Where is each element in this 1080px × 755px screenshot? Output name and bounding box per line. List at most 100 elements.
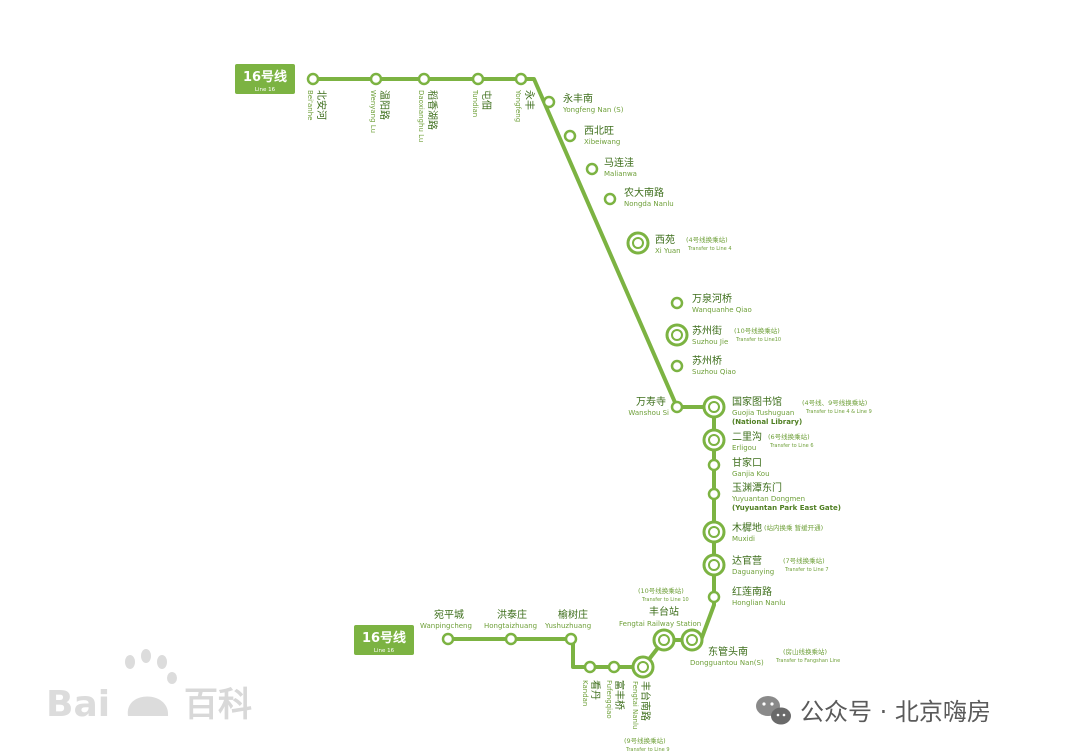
label-group-beianhe: 北安河 Bei'anhe: [306, 90, 328, 120]
station-wanshousi: [670, 400, 684, 414]
transfer-note-suzhoujie: (10号线换乘站): [734, 326, 780, 335]
station-en-honglian: Honglian Nanlu: [732, 599, 786, 607]
station-fufengqiao: [607, 660, 621, 674]
station-en-beianhe: Bei'anhe: [306, 90, 314, 120]
transfer-station-suzhoujie: [665, 323, 689, 347]
paw-icon: [125, 649, 177, 716]
station-label-erligou: 二里沟: [732, 430, 762, 443]
station-en-nongda: Nongda Nanlu: [624, 200, 674, 208]
station-label-wanquanhe: 万泉河桥: [692, 292, 732, 305]
station-en2-guojia: (National Library): [732, 418, 802, 426]
station-label-yongfengnan: 永丰南: [563, 92, 593, 105]
station-label-fengtainanlu: 丰台南路: [639, 681, 652, 721]
station-label-suzhouqiao: 苏州桥: [692, 354, 722, 367]
station-en-hongtaizhuang: Hongtaizhuang: [484, 622, 537, 630]
line-badge-bottom-label: 16号线: [362, 630, 406, 646]
line-badge-bottom: 16号线 Line 16: [354, 625, 414, 655]
station-en-wenyanglu: Wenyang Lu: [369, 90, 377, 133]
label-group-fufengqiao: 富丰桥 Fufengqiao: [605, 680, 626, 719]
station-daoxianghu: [417, 72, 431, 86]
station-label-fufengqiao: 富丰桥: [613, 680, 626, 710]
transfer-note-dongguantou: (房山线换乘站): [783, 647, 827, 656]
station-en-ganjiakou: Ganjia Kou: [732, 470, 770, 478]
station-label-guojia: 国家图书馆: [732, 395, 782, 408]
station-label-honglian: 红莲南路: [732, 585, 772, 598]
station-beianhe: [306, 72, 320, 86]
station-label-daguanying: 达官营: [732, 554, 762, 567]
station-hongtaizhuang: [504, 632, 518, 646]
station-en2-yuyuantan: (Yuyuantan Park East Gate): [732, 504, 841, 512]
station-label-xiyuan: 西苑: [655, 233, 675, 246]
station-label-dongguantou: 东管头南: [708, 645, 748, 658]
station-malianwa: [585, 162, 599, 176]
station-kandan: [583, 660, 597, 674]
transfer-note-en-guojia: Transfer to Line 4 & Line 9: [805, 409, 872, 415]
transfer-station-muxidi: [702, 520, 726, 544]
station-label-yongfeng: 永丰: [523, 90, 536, 110]
station-en-wanquanhe: Wanquanhe Qiao: [692, 306, 752, 314]
line-badge-top-sublabel: Line 16: [255, 87, 276, 93]
station-en-erligou: Erligou: [732, 444, 756, 452]
station-label-malianwa: 马连洼: [604, 156, 634, 169]
label-group-daoxianghu: 稻香湖路 Daoxianghu Lu: [417, 90, 439, 142]
station-en-xiyuan: Xi Yuan: [655, 247, 681, 255]
station-en-muxidi: Muxidi: [732, 535, 755, 543]
line-16-route: [311, 77, 716, 669]
station-tundian: [471, 72, 485, 86]
station-label-daoxianghu: 稻香湖路: [426, 90, 439, 130]
line-badge-top-label: 16号线: [243, 69, 287, 85]
station-label-hongtaizhuang: 洪泰庄: [497, 608, 527, 621]
wechat-icon: [756, 696, 791, 725]
station-label-wenyanglu: 温阳路: [378, 90, 391, 120]
station-yongfengnan: [542, 95, 556, 109]
station-yuyuantan: [707, 487, 721, 501]
transfer-note-en-dongguantou: Transfer to Fangshan Line: [775, 658, 840, 664]
transfer-note-en-erligou: Transfer to Line 6: [769, 443, 814, 449]
station-label-suzhoujie: 苏州街: [692, 324, 722, 337]
line-badge-top: 16号线 Line 16: [235, 64, 295, 94]
station-en-daoxianghu: Daoxianghu Lu: [417, 90, 425, 142]
station-label-nongda: 农大南路: [624, 186, 664, 199]
station-en-fengtaizhan: Fengtai Railway Station: [619, 620, 701, 628]
station-en-wanshousi: Wanshou Si: [628, 409, 669, 417]
station-nongda: [603, 192, 617, 206]
station-en-yongfengnan: Yongfeng Nan (S): [562, 106, 624, 114]
transfer-note-muxidi: (站内换乘 暂缓开通): [764, 523, 823, 532]
station-en-yushuzhuang: Yushuzhuang: [544, 622, 591, 630]
transfer-note-guojia: (4号线、9号线换乘站): [802, 398, 867, 407]
transfer-note-daguanying: (7号线换乘站): [783, 556, 825, 565]
station-label-yushuzhuang: 榆树庄: [558, 608, 588, 621]
station-en-fufengqiao: Fufengqiao: [605, 680, 613, 719]
transfer-note-fengtaizhan: (10号线换乘站): [638, 586, 684, 595]
station-en-suzhouqiao: Suzhou Qiao: [692, 368, 736, 376]
station-label-fengtaizhan: 丰台站: [649, 605, 679, 618]
station-yongfeng: [514, 72, 528, 86]
station-label-muxidi: 木樨地: [732, 521, 762, 534]
station-suzhouqiao: [670, 359, 684, 373]
label-group-fengtainanlu: 丰台南路 Fengtai Nanlu: [631, 681, 652, 729]
station-yushuzhuang: [564, 632, 578, 646]
station-en-yongfeng: Yongfeng: [514, 89, 522, 122]
station-label-wanpingcheng: 宛平城: [434, 608, 464, 621]
transfer-note-erligou: (6号线换乘站): [768, 432, 810, 441]
station-label-beianhe: 北安河: [315, 90, 328, 120]
label-group-wenyanglu: 温阳路 Wenyang Lu: [369, 90, 391, 133]
station-label-yuyuantan: 玉渊潭东门: [732, 481, 782, 494]
transfer-note-en-suzhoujie: Transfer to Line10: [735, 337, 781, 343]
label-group-yongfeng: 永丰 Yongfeng: [514, 89, 536, 122]
station-wenyanglu: [369, 72, 383, 86]
station-label-wanshousi: 万寿寺: [636, 395, 666, 408]
station-honglian: [707, 590, 721, 604]
transfer-note-xiyuan: (4号线换乘站): [686, 235, 728, 244]
station-en-fengtainanlu: Fengtai Nanlu: [631, 681, 639, 729]
baidu-baike-text: 百科: [184, 685, 252, 725]
baidu-watermark: Bai 百科: [46, 649, 252, 725]
station-xibeiwang: [563, 129, 577, 143]
wechat-account-text: 公众号 · 北京嗨房: [800, 698, 991, 726]
station-wanquanhe: [670, 296, 684, 310]
station-label-kandan: 看丹: [589, 680, 602, 700]
station-en-suzhoujie: Suzhou Jie: [692, 338, 728, 346]
station-en-kandan: Kandan: [581, 680, 589, 706]
station-en-tundian: Tundian: [471, 89, 479, 117]
